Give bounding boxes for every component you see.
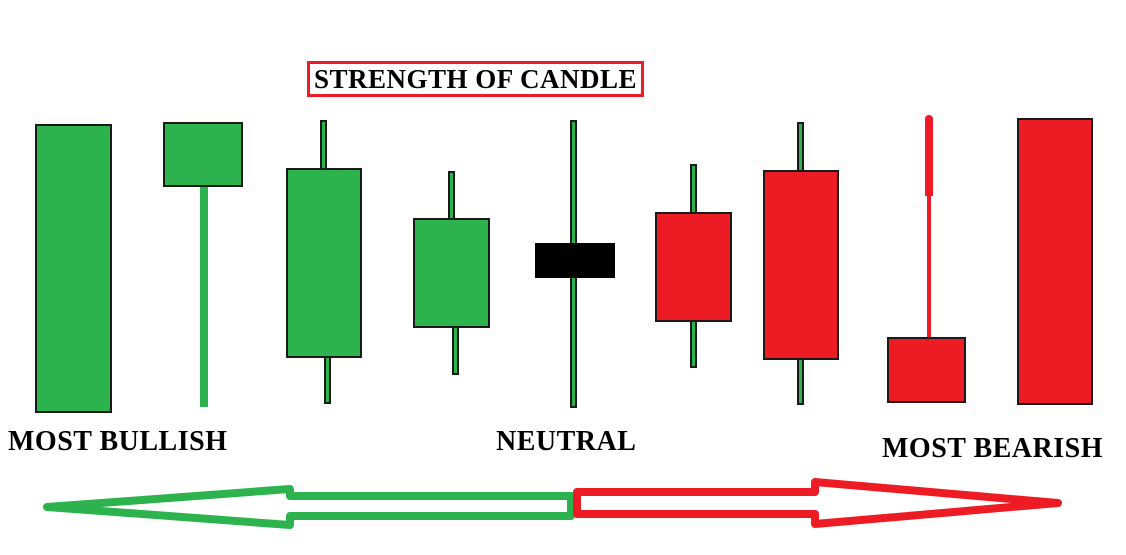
- candle-body-neutral-doji: [535, 243, 615, 278]
- candle-wick: [796, 356, 804, 405]
- title-box: STRENGTH OF CANDLE: [307, 61, 644, 97]
- candle-wick: [323, 356, 331, 404]
- candle-body-red-marubozu: [1017, 118, 1093, 405]
- candle-wick: [689, 164, 697, 216]
- candle-wick: [796, 122, 804, 174]
- label-most-bearish: MOST BEARISH: [882, 433, 1103, 464]
- candle-wick: [925, 115, 933, 196]
- candle-wick: [200, 186, 208, 407]
- label-most-bullish: MOST BULLISH: [8, 426, 228, 457]
- candle-body-green-long-body: [286, 168, 362, 358]
- candle-body-green-marubozu: [35, 124, 112, 413]
- candle-body-red-medium-body: [655, 212, 732, 322]
- candle-wick: [319, 120, 327, 172]
- label-neutral: NEUTRAL: [496, 426, 637, 457]
- candle-wick: [447, 171, 455, 222]
- candle-body-green-medium-body: [413, 218, 490, 328]
- candle-wick: [689, 318, 697, 368]
- candle-body-green-hammer-long-lower-wick: [163, 122, 243, 187]
- candle-body-red-long-body: [763, 170, 839, 360]
- candle-body-red-inverted-hammer-long-upper-wick: [887, 337, 966, 403]
- candle-wick: [927, 196, 931, 340]
- candle-wick: [451, 326, 459, 375]
- page-title: STRENGTH OF CANDLE: [313, 63, 638, 94]
